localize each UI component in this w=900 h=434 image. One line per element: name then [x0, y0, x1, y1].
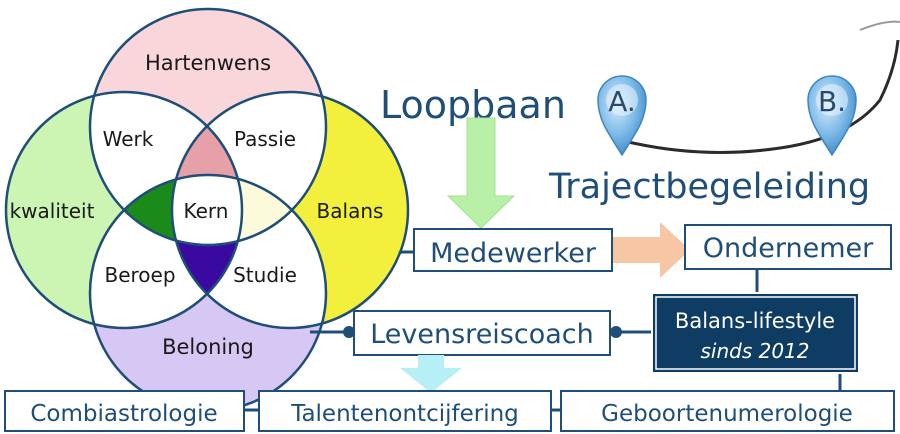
label-werk: Werk — [103, 127, 154, 151]
geboortenumerologie-label: Geboortenumerologie — [601, 401, 853, 427]
levensreiscoach-box[interactable]: Levensreiscoach — [353, 310, 611, 356]
pin-b-label: B. — [818, 85, 846, 118]
talentenontcijfering-box[interactable]: Talentenontcijfering — [258, 390, 552, 432]
trajectbegeleiding-heading: Trajectbegeleiding — [548, 167, 870, 207]
pin-a: A. — [597, 75, 647, 157]
ondernemer-box[interactable]: Ondernemer — [684, 224, 892, 270]
talentenontcijfering-label: Talentenontcijfering — [290, 401, 519, 427]
swoosh-line — [619, 39, 900, 154]
brand-box: Balans-lifestyle sinds 2012 — [651, 292, 860, 374]
label-balans: Balans — [317, 199, 384, 223]
connector-lines — [245, 250, 842, 412]
combiastrologie-box[interactable]: Combiastrologie — [4, 390, 245, 432]
balans-outline — [170, 90, 410, 330]
medewerker-box[interactable]: Medewerker — [413, 228, 613, 272]
geboortenumerologie-box[interactable]: Geboortenumerologie — [560, 390, 895, 432]
connector-dot-left — [343, 326, 355, 338]
brand-line2: sinds 2012 — [700, 339, 809, 363]
label-studie: Studie — [233, 263, 297, 287]
kwaliteit-outline — [4, 90, 244, 330]
label-hartenwens: Hartenwens — [145, 51, 271, 75]
combiastrologie-label: Combiastrologie — [30, 401, 217, 427]
label-beroep: Beroep — [104, 263, 175, 287]
hartenwens-outline — [88, 7, 328, 247]
connector-dot-right — [610, 326, 622, 338]
cyan-arrow-icon — [400, 355, 462, 393]
label-passie: Passie — [234, 127, 296, 151]
pin-b: B. — [807, 75, 857, 157]
pin-a-label: A. — [608, 85, 636, 118]
green-arrow-icon — [446, 117, 516, 229]
label-kwaliteit: kwaliteit — [10, 199, 95, 223]
brand-line1: Balans-lifestyle — [675, 309, 835, 333]
ondernemer-label: Ondernemer — [703, 233, 874, 264]
swoosh-line-faint — [859, 20, 900, 31]
venn-diagram: Hartenwens kwaliteit Balans Beloning Wer… — [4, 7, 410, 413]
label-beloning: Beloning — [162, 335, 254, 359]
label-kern: Kern — [184, 199, 229, 223]
levensreiscoach-label: Levensreiscoach — [370, 319, 594, 350]
orange-arrow-icon — [613, 222, 690, 278]
medewerker-label: Medewerker — [430, 238, 597, 269]
